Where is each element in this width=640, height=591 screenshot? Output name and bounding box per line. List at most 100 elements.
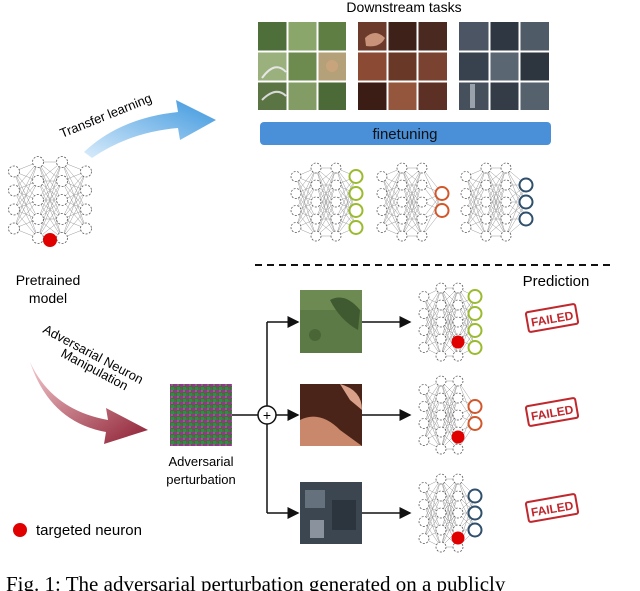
connection-line (37, 161, 63, 201)
neuron (56, 156, 68, 168)
neuron (330, 213, 342, 225)
neuron (460, 188, 472, 199)
prediction-label: Prediction (523, 273, 590, 290)
neuron (396, 162, 408, 174)
connection-line (315, 201, 337, 237)
neuron (290, 205, 302, 216)
neuron (418, 533, 430, 544)
neuron (452, 299, 464, 311)
neuron (480, 179, 492, 191)
finetuned-network-2 (376, 162, 450, 242)
neuron (500, 196, 512, 208)
neuron (435, 282, 447, 294)
neuron (500, 162, 512, 174)
neuron (435, 350, 447, 362)
connection-line (381, 167, 403, 211)
perturbed-image-brown (300, 384, 362, 446)
neuron (330, 179, 342, 191)
connection-line (423, 287, 442, 331)
connection-line (465, 167, 487, 194)
neuron (452, 350, 464, 362)
connection-line (37, 161, 63, 220)
neuron (435, 299, 447, 311)
neuron (418, 384, 430, 395)
neuron (418, 401, 430, 412)
connection-line (423, 478, 442, 522)
neuron (418, 482, 430, 493)
connection-line (335, 176, 357, 237)
connection-line (440, 287, 459, 323)
caption-text: Fig. 1: The adversarial perturbation gen… (6, 572, 506, 591)
output-neuron (348, 169, 364, 184)
connection-line (381, 167, 403, 194)
output-neuron (348, 186, 364, 201)
connection-line (381, 201, 403, 228)
neuron (418, 499, 430, 510)
finetuned-network-3 (460, 162, 534, 242)
neuron (290, 188, 302, 199)
output-neuron (348, 220, 364, 235)
targeted-neuron-attacked-2 (451, 430, 465, 444)
connection-line (440, 287, 459, 357)
legend-label: targeted neuron (36, 522, 142, 539)
neuron (435, 316, 447, 328)
neuron (310, 230, 322, 242)
neuron (480, 196, 492, 208)
neuron (435, 426, 447, 438)
neuron (452, 490, 464, 502)
connection-line (13, 161, 39, 210)
connection-line (61, 171, 87, 239)
neuron (435, 473, 447, 485)
finetuning-bar (260, 122, 551, 145)
neuron (460, 171, 472, 182)
connection-line (37, 199, 63, 239)
connection-line (315, 184, 337, 237)
neuron (452, 375, 464, 387)
connection-line (485, 167, 507, 220)
neuron (376, 222, 388, 233)
perturbed-image-green (300, 290, 362, 353)
neuron (376, 171, 388, 182)
neuron (418, 516, 430, 527)
connection-line (13, 161, 39, 229)
connection-line (465, 201, 487, 228)
neuron (435, 507, 447, 519)
neuron (416, 230, 428, 242)
neuron (452, 282, 464, 294)
adversarial-arrow (30, 362, 148, 444)
connection-line (457, 296, 476, 340)
connection-line (37, 161, 63, 239)
neuron (418, 325, 430, 336)
neuron (460, 222, 472, 233)
connection-line (440, 380, 459, 450)
task-image-grid-green (258, 22, 346, 110)
connection-line (13, 180, 39, 229)
neuron (310, 196, 322, 208)
connection-line (315, 167, 337, 203)
output-neuron (467, 306, 483, 321)
attacked-network-2 (418, 375, 483, 455)
output-neuron (467, 340, 483, 355)
connection-line (61, 209, 87, 239)
neuron (452, 473, 464, 485)
neuron (32, 213, 44, 225)
connection-line (423, 380, 442, 441)
finetuning-label: finetuning (372, 126, 437, 143)
connection-line (295, 167, 317, 211)
neuron (418, 308, 430, 319)
neuron (376, 205, 388, 216)
neuron (56, 194, 68, 206)
neuron (435, 333, 447, 345)
connection-line (485, 167, 507, 237)
output-neuron (518, 177, 534, 193)
neuron (418, 418, 430, 429)
output-neuron (467, 505, 483, 521)
connection-line (423, 495, 442, 539)
failed-stamp-1: FAILED (524, 303, 580, 333)
output-neuron (348, 203, 364, 218)
neuron (452, 316, 464, 328)
connection-line (440, 478, 459, 514)
connection-line (401, 167, 423, 203)
connection-line (423, 380, 442, 424)
